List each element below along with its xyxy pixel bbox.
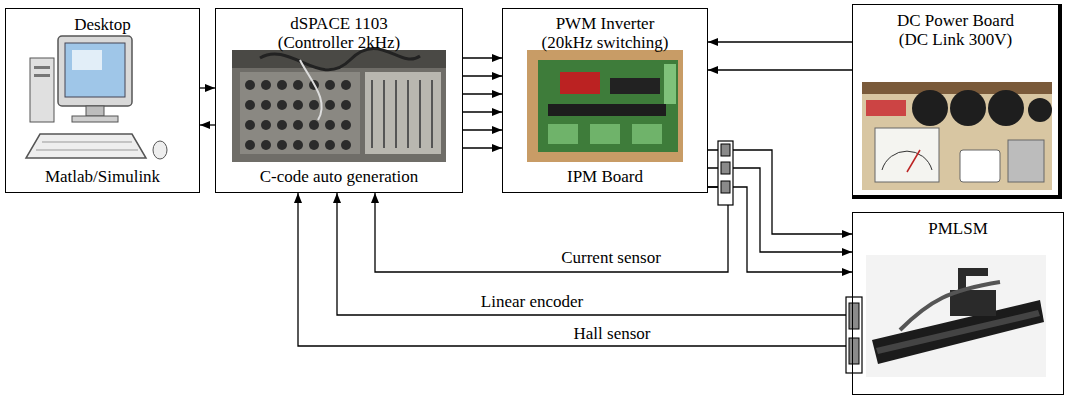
pmlsm-photo bbox=[866, 255, 1046, 377]
signal-arrow bbox=[463, 111, 502, 112]
signal-arrow bbox=[708, 41, 852, 42]
computer-box: DesktopMatlab/Simulink bbox=[5, 8, 200, 193]
box-title: DC Power Board (DC Link 300V) bbox=[886, 11, 1026, 49]
signal-arrow bbox=[463, 93, 502, 94]
box-title: Desktop bbox=[13, 15, 193, 34]
box-caption: IPM Board bbox=[510, 167, 700, 186]
signal-arrow bbox=[200, 124, 215, 125]
signal-arrow bbox=[463, 147, 502, 148]
box-title: dSPACE 1103 (Controller 2kHz) bbox=[264, 14, 414, 52]
signal-label: Hall sensor bbox=[571, 324, 654, 343]
power-board-box: DC Power Board (DC Link 300V) bbox=[852, 4, 1062, 199]
box-caption: C-code auto generation bbox=[224, 167, 454, 186]
inverter-photo bbox=[527, 50, 683, 162]
inverter-box: PWM Inverter (20kHz switching) IPM Board bbox=[502, 8, 708, 193]
box-caption: Matlab/Simulink bbox=[13, 167, 193, 186]
signal-arrow bbox=[463, 129, 502, 130]
signal-arrow bbox=[463, 75, 502, 76]
dc-board-photo bbox=[862, 82, 1052, 190]
signal-arrow bbox=[298, 193, 852, 346]
motor-box: PMLSM bbox=[852, 212, 1064, 395]
signal-label: Linear encoder bbox=[478, 292, 586, 311]
signal-arrow bbox=[375, 187, 728, 272]
signal-arrow bbox=[337, 193, 852, 315]
terminal-strip bbox=[718, 141, 733, 205]
box-title: PWM Inverter (20kHz switching) bbox=[535, 14, 675, 52]
signal-arrow bbox=[463, 57, 502, 58]
signal-arrow bbox=[708, 150, 852, 234]
computer-icon bbox=[26, 36, 167, 159]
sensor-strip bbox=[846, 297, 862, 373]
signal-arrow bbox=[708, 69, 852, 70]
dspace-photo bbox=[232, 49, 446, 162]
signal-arrow bbox=[708, 168, 852, 252]
signal-label: Current sensor bbox=[558, 248, 664, 267]
controller-box: dSPACE 1103 (Controller 2kHz) C-code auto… bbox=[215, 8, 463, 193]
signal-arrow bbox=[200, 87, 215, 88]
box-title: PMLSM bbox=[863, 219, 1053, 238]
